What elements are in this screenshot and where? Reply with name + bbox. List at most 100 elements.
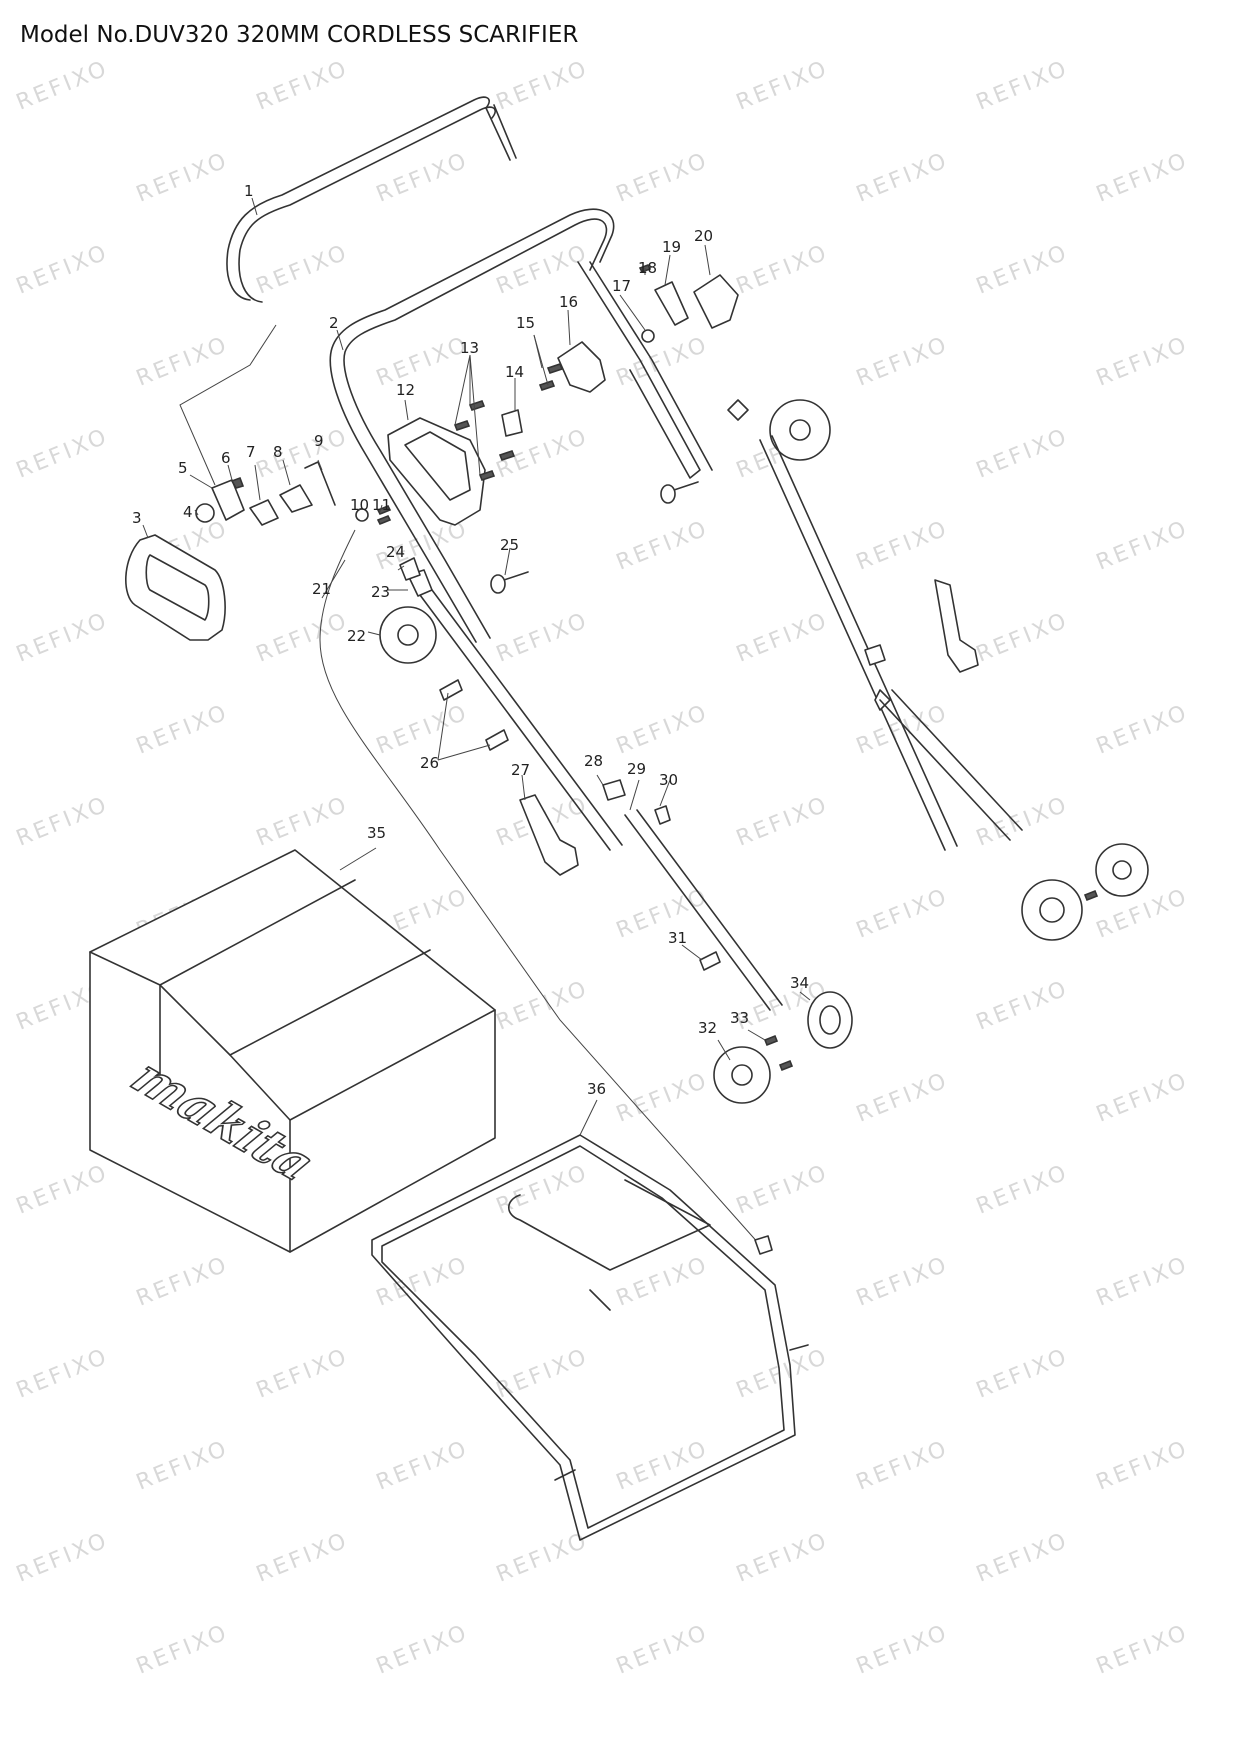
watermark-text: REFIXO bbox=[733, 1344, 833, 1404]
part-label-21: 21 bbox=[312, 580, 331, 598]
part-label-33: 33 bbox=[730, 1009, 749, 1027]
part-lever-assembly bbox=[638, 263, 739, 343]
watermark-text: REFIXO bbox=[493, 976, 593, 1036]
watermark-text: REFIXO bbox=[253, 56, 353, 116]
watermark-text: REFIXO bbox=[493, 56, 593, 116]
watermark-text: REFIXO bbox=[13, 424, 113, 484]
watermark-text: REFIXO bbox=[1093, 1620, 1193, 1680]
part-label-22: 22 bbox=[347, 627, 366, 645]
watermark-text: REFIXO bbox=[1093, 700, 1193, 760]
watermark-text: REFIXO bbox=[253, 792, 353, 852]
watermark-text: REFIXO bbox=[1093, 332, 1193, 392]
part-battery-cover bbox=[125, 534, 226, 641]
watermark-text: REFIXO bbox=[13, 608, 113, 668]
watermark-text: REFIXO bbox=[13, 240, 113, 300]
watermark-text: REFIXO bbox=[373, 700, 473, 760]
watermark-text: REFIXO bbox=[253, 1528, 353, 1588]
part-lower-tube-assembly bbox=[379, 557, 853, 1104]
watermark-text: REFIXO bbox=[1093, 884, 1193, 944]
part-label-10: 10 bbox=[350, 496, 369, 514]
part-label-6: 6 bbox=[221, 449, 231, 467]
part-label-27: 27 bbox=[511, 761, 530, 779]
watermark-text: REFIXO bbox=[1093, 1436, 1193, 1496]
part-label-24: 24 bbox=[386, 543, 405, 561]
watermark-text: REFIXO bbox=[973, 424, 1073, 484]
part-right-components bbox=[660, 399, 1149, 941]
part-upper-handle bbox=[226, 96, 517, 303]
watermark-text: REFIXO bbox=[973, 792, 1073, 852]
watermark-text: REFIXO bbox=[613, 1620, 713, 1680]
watermark-text: REFIXO bbox=[853, 332, 953, 392]
watermark-text: REFIXO bbox=[493, 608, 593, 668]
part-main-handle bbox=[329, 208, 713, 643]
part-grass-frame bbox=[371, 1134, 809, 1541]
watermark-text: REFIXO bbox=[733, 1160, 833, 1220]
watermark-text: REFIXO bbox=[13, 56, 113, 116]
watermark-text: REFIXO bbox=[13, 1160, 113, 1220]
leader-lines bbox=[142, 197, 811, 1136]
watermark-text: REFIXO bbox=[1093, 1252, 1193, 1312]
watermark-text: REFIXO bbox=[493, 1160, 593, 1220]
watermark-text: REFIXO bbox=[493, 1528, 593, 1588]
watermark-text: REFIXO bbox=[133, 700, 233, 760]
part-label-7: 7 bbox=[246, 443, 256, 461]
part-label-12: 12 bbox=[396, 381, 415, 399]
part-label-28: 28 bbox=[584, 752, 603, 770]
watermark-text: REFIXO bbox=[733, 792, 833, 852]
part-label-8: 8 bbox=[273, 443, 283, 461]
part-label-34: 34 bbox=[790, 974, 809, 992]
part-label-4: 4 bbox=[183, 503, 193, 521]
part-label-9: 9 bbox=[314, 432, 324, 450]
part-label-20: 20 bbox=[694, 227, 713, 245]
watermark-text: REFIXO bbox=[973, 976, 1073, 1036]
watermark-text: REFIXO bbox=[613, 1068, 713, 1128]
part-label-3: 3 bbox=[132, 509, 142, 527]
part-label-25: 25 bbox=[500, 536, 519, 554]
watermark-text: REFIXO bbox=[373, 332, 473, 392]
watermark-layer: REFIXO REFIXO REFIXO REFIXO REFIXO REFIXO REFI… bbox=[13, 56, 1193, 1680]
watermark-text: REFIXO bbox=[853, 1436, 953, 1496]
part-labels: 1 2 3 4 5 6 7 8 9 10 11 12 13 14 15 16 1… bbox=[132, 182, 809, 1098]
part-label-23: 23 bbox=[371, 583, 390, 601]
part-label-17: 17 bbox=[612, 277, 631, 295]
part-label-35: 35 bbox=[367, 824, 386, 842]
watermark-text: REFIXO bbox=[1093, 1068, 1193, 1128]
part-label-14: 14 bbox=[505, 363, 524, 381]
watermark-text: REFIXO bbox=[733, 1528, 833, 1588]
part-label-2: 2 bbox=[329, 314, 339, 332]
watermark-text: REFIXO bbox=[853, 1068, 953, 1128]
watermark-text: REFIXO bbox=[853, 884, 953, 944]
watermark-text: REFIXO bbox=[493, 240, 593, 300]
watermark-text: REFIXO bbox=[493, 1344, 593, 1404]
watermark-text: REFIXO bbox=[733, 56, 833, 116]
watermark-text: REFIXO bbox=[133, 1620, 233, 1680]
watermark-text: REFIXO bbox=[13, 1344, 113, 1404]
part-label-1: 1 bbox=[244, 182, 254, 200]
part-label-15: 15 bbox=[516, 314, 535, 332]
watermark-text: REFIXO bbox=[973, 1344, 1073, 1404]
part-switch-box bbox=[387, 417, 486, 526]
part-cable bbox=[319, 529, 773, 1255]
part-label-11: 11 bbox=[372, 496, 391, 514]
watermark-text: REFIXO bbox=[13, 792, 113, 852]
watermark-text: REFIXO bbox=[133, 1436, 233, 1496]
part-grass-box: makita bbox=[89, 849, 496, 1253]
watermark-text: REFIXO bbox=[253, 608, 353, 668]
watermark-text: REFIXO bbox=[1093, 148, 1193, 208]
part-label-32: 32 bbox=[698, 1019, 717, 1037]
watermark-text: REFIXO bbox=[853, 700, 953, 760]
part-cover-16 bbox=[557, 341, 606, 393]
watermark-text: REFIXO bbox=[613, 1252, 713, 1312]
page-title: Model No.DUV320 320MM CORDLESS SCARIFIER bbox=[20, 22, 579, 48]
part-label-18: 18 bbox=[638, 259, 657, 277]
watermark-text: REFIXO bbox=[133, 148, 233, 208]
watermark-text: REFIXO bbox=[733, 240, 833, 300]
watermark-text: REFIXO bbox=[973, 240, 1073, 300]
part-label-16: 16 bbox=[559, 293, 578, 311]
watermark-text: REFIXO bbox=[853, 1620, 953, 1680]
watermark-text: REFIXO bbox=[373, 1620, 473, 1680]
watermark-text: REFIXO bbox=[733, 608, 833, 668]
watermark-text: REFIXO bbox=[13, 1528, 113, 1588]
watermark-text: REFIXO bbox=[253, 240, 353, 300]
watermark-text: REFIXO bbox=[613, 700, 713, 760]
